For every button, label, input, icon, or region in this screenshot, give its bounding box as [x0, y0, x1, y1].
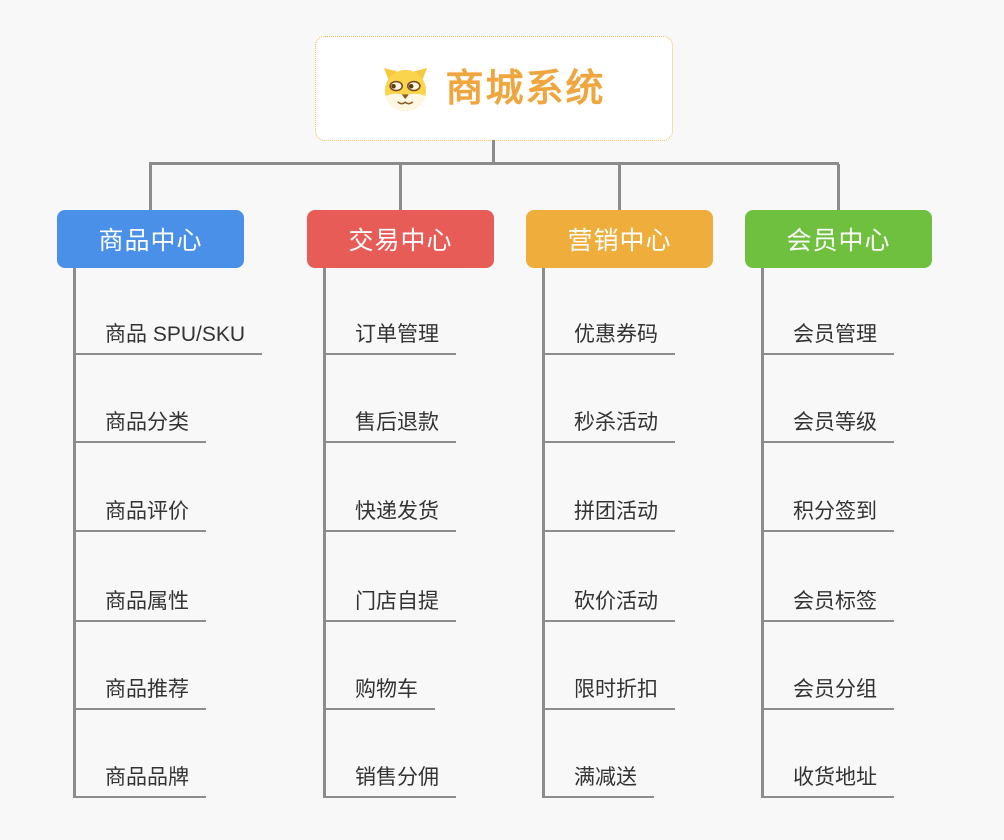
sub-topic-label: 会员管理 [761, 323, 894, 355]
sub-topic-3-4[interactable]: 砍价活动 [542, 582, 675, 622]
sub-topic-3-1[interactable]: 优惠券码 [542, 315, 675, 355]
sub-topic-2-5[interactable]: 购物车 [323, 670, 435, 710]
sub-topic-3-2[interactable]: 秒杀活动 [542, 403, 675, 443]
dog-face-icon [384, 67, 428, 112]
branch-column-4: 会员中心 会员管理 会员等级 积分签到 会员标签 会员分组 收货地址 [745, 210, 995, 810]
sub-topic-4-2[interactable]: 会员等级 [761, 403, 894, 443]
connector-drop-line-1 [149, 164, 152, 210]
root-topic[interactable]: 商城系统 [315, 36, 673, 141]
sub-topic-label: 收货地址 [761, 766, 894, 798]
sub-topic-label: 砍价活动 [542, 590, 675, 622]
branch-trunk-line [323, 268, 326, 798]
sub-topic-label: 会员分组 [761, 678, 894, 710]
sub-topic-label: 积分签到 [761, 500, 894, 532]
sub-topic-label: 商品分类 [73, 411, 206, 443]
branch-topic-4[interactable]: 会员中心 [745, 210, 932, 268]
connector-bus-line [149, 162, 839, 165]
branch-trunk-line [73, 268, 76, 798]
sub-topic-label: 门店自提 [323, 590, 456, 622]
sub-topic-3-3[interactable]: 拼团活动 [542, 492, 675, 532]
connector-drop-line-2 [399, 164, 402, 210]
sub-topic-2-1[interactable]: 订单管理 [323, 315, 456, 355]
branch-topic-2[interactable]: 交易中心 [307, 210, 494, 268]
sub-topic-4-6[interactable]: 收货地址 [761, 758, 894, 798]
sub-topic-label: 商品评价 [73, 500, 206, 532]
sub-topic-4-3[interactable]: 积分签到 [761, 492, 894, 532]
root-topic-label: 商城系统 [445, 67, 606, 110]
branch-topic-label: 商品中心 [98, 227, 203, 255]
sub-topic-label: 购物车 [323, 678, 435, 710]
sub-topic-label: 会员标签 [761, 590, 894, 622]
sub-topic-2-2[interactable]: 售后退款 [323, 403, 456, 443]
sub-topic-3-5[interactable]: 限时折扣 [542, 670, 675, 710]
branch-column-3: 营销中心 优惠券码 秒杀活动 拼团活动 砍价活动 限时折扣 满减送 [526, 210, 776, 810]
sub-topic-label: 商品品牌 [73, 766, 206, 798]
branch-topic-3[interactable]: 营销中心 [526, 210, 713, 268]
sub-topic-label: 商品属性 [73, 590, 206, 622]
sub-topic-1-3[interactable]: 商品评价 [73, 492, 206, 532]
sub-topic-1-4[interactable]: 商品属性 [73, 582, 206, 622]
connector-drop-line-3 [618, 164, 621, 210]
sub-topic-label: 商品 SPU/SKU [73, 323, 263, 355]
sub-topic-2-4[interactable]: 门店自提 [323, 582, 456, 622]
sub-topic-label: 快递发货 [323, 500, 456, 532]
sub-topic-4-5[interactable]: 会员分组 [761, 670, 894, 710]
sub-topic-label: 订单管理 [323, 323, 456, 355]
sub-topic-label: 秒杀活动 [542, 411, 675, 443]
sub-topic-label: 售后退款 [323, 411, 456, 443]
branch-column-1: 商品中心 商品 SPU/SKU 商品分类 商品评价 商品属性 商品推荐 商品品牌 [57, 210, 307, 810]
branch-topic-label: 会员中心 [786, 227, 891, 255]
sub-topic-label: 销售分佣 [323, 766, 456, 798]
sub-topic-1-6[interactable]: 商品品牌 [73, 758, 206, 798]
sub-topic-2-3[interactable]: 快递发货 [323, 492, 456, 532]
sub-topic-label: 满减送 [542, 766, 654, 798]
connector-root-drop-line [492, 140, 495, 164]
sub-topic-3-6[interactable]: 满减送 [542, 758, 654, 798]
sub-topic-1-1[interactable]: 商品 SPU/SKU [73, 315, 263, 355]
sub-topic-4-4[interactable]: 会员标签 [761, 582, 894, 622]
sub-topic-label: 拼团活动 [542, 500, 675, 532]
sub-topic-label: 商品推荐 [73, 678, 206, 710]
sub-topic-label: 会员等级 [761, 411, 894, 443]
sub-topic-label: 限时折扣 [542, 678, 675, 710]
branch-topic-label: 营销中心 [567, 227, 672, 255]
sub-topic-2-6[interactable]: 销售分佣 [323, 758, 456, 798]
branch-topic-label: 交易中心 [348, 227, 453, 255]
branch-topic-1[interactable]: 商品中心 [57, 210, 244, 268]
connector-drop-line-4 [837, 164, 840, 210]
sub-topic-label: 优惠券码 [542, 323, 675, 355]
sub-topic-1-5[interactable]: 商品推荐 [73, 670, 206, 710]
branch-trunk-line [542, 268, 545, 798]
branch-column-2: 交易中心 订单管理 售后退款 快递发货 门店自提 购物车 销售分佣 [307, 210, 557, 810]
sub-topic-4-1[interactable]: 会员管理 [761, 315, 894, 355]
branch-trunk-line [761, 268, 764, 798]
sub-topic-1-2[interactable]: 商品分类 [73, 403, 206, 443]
